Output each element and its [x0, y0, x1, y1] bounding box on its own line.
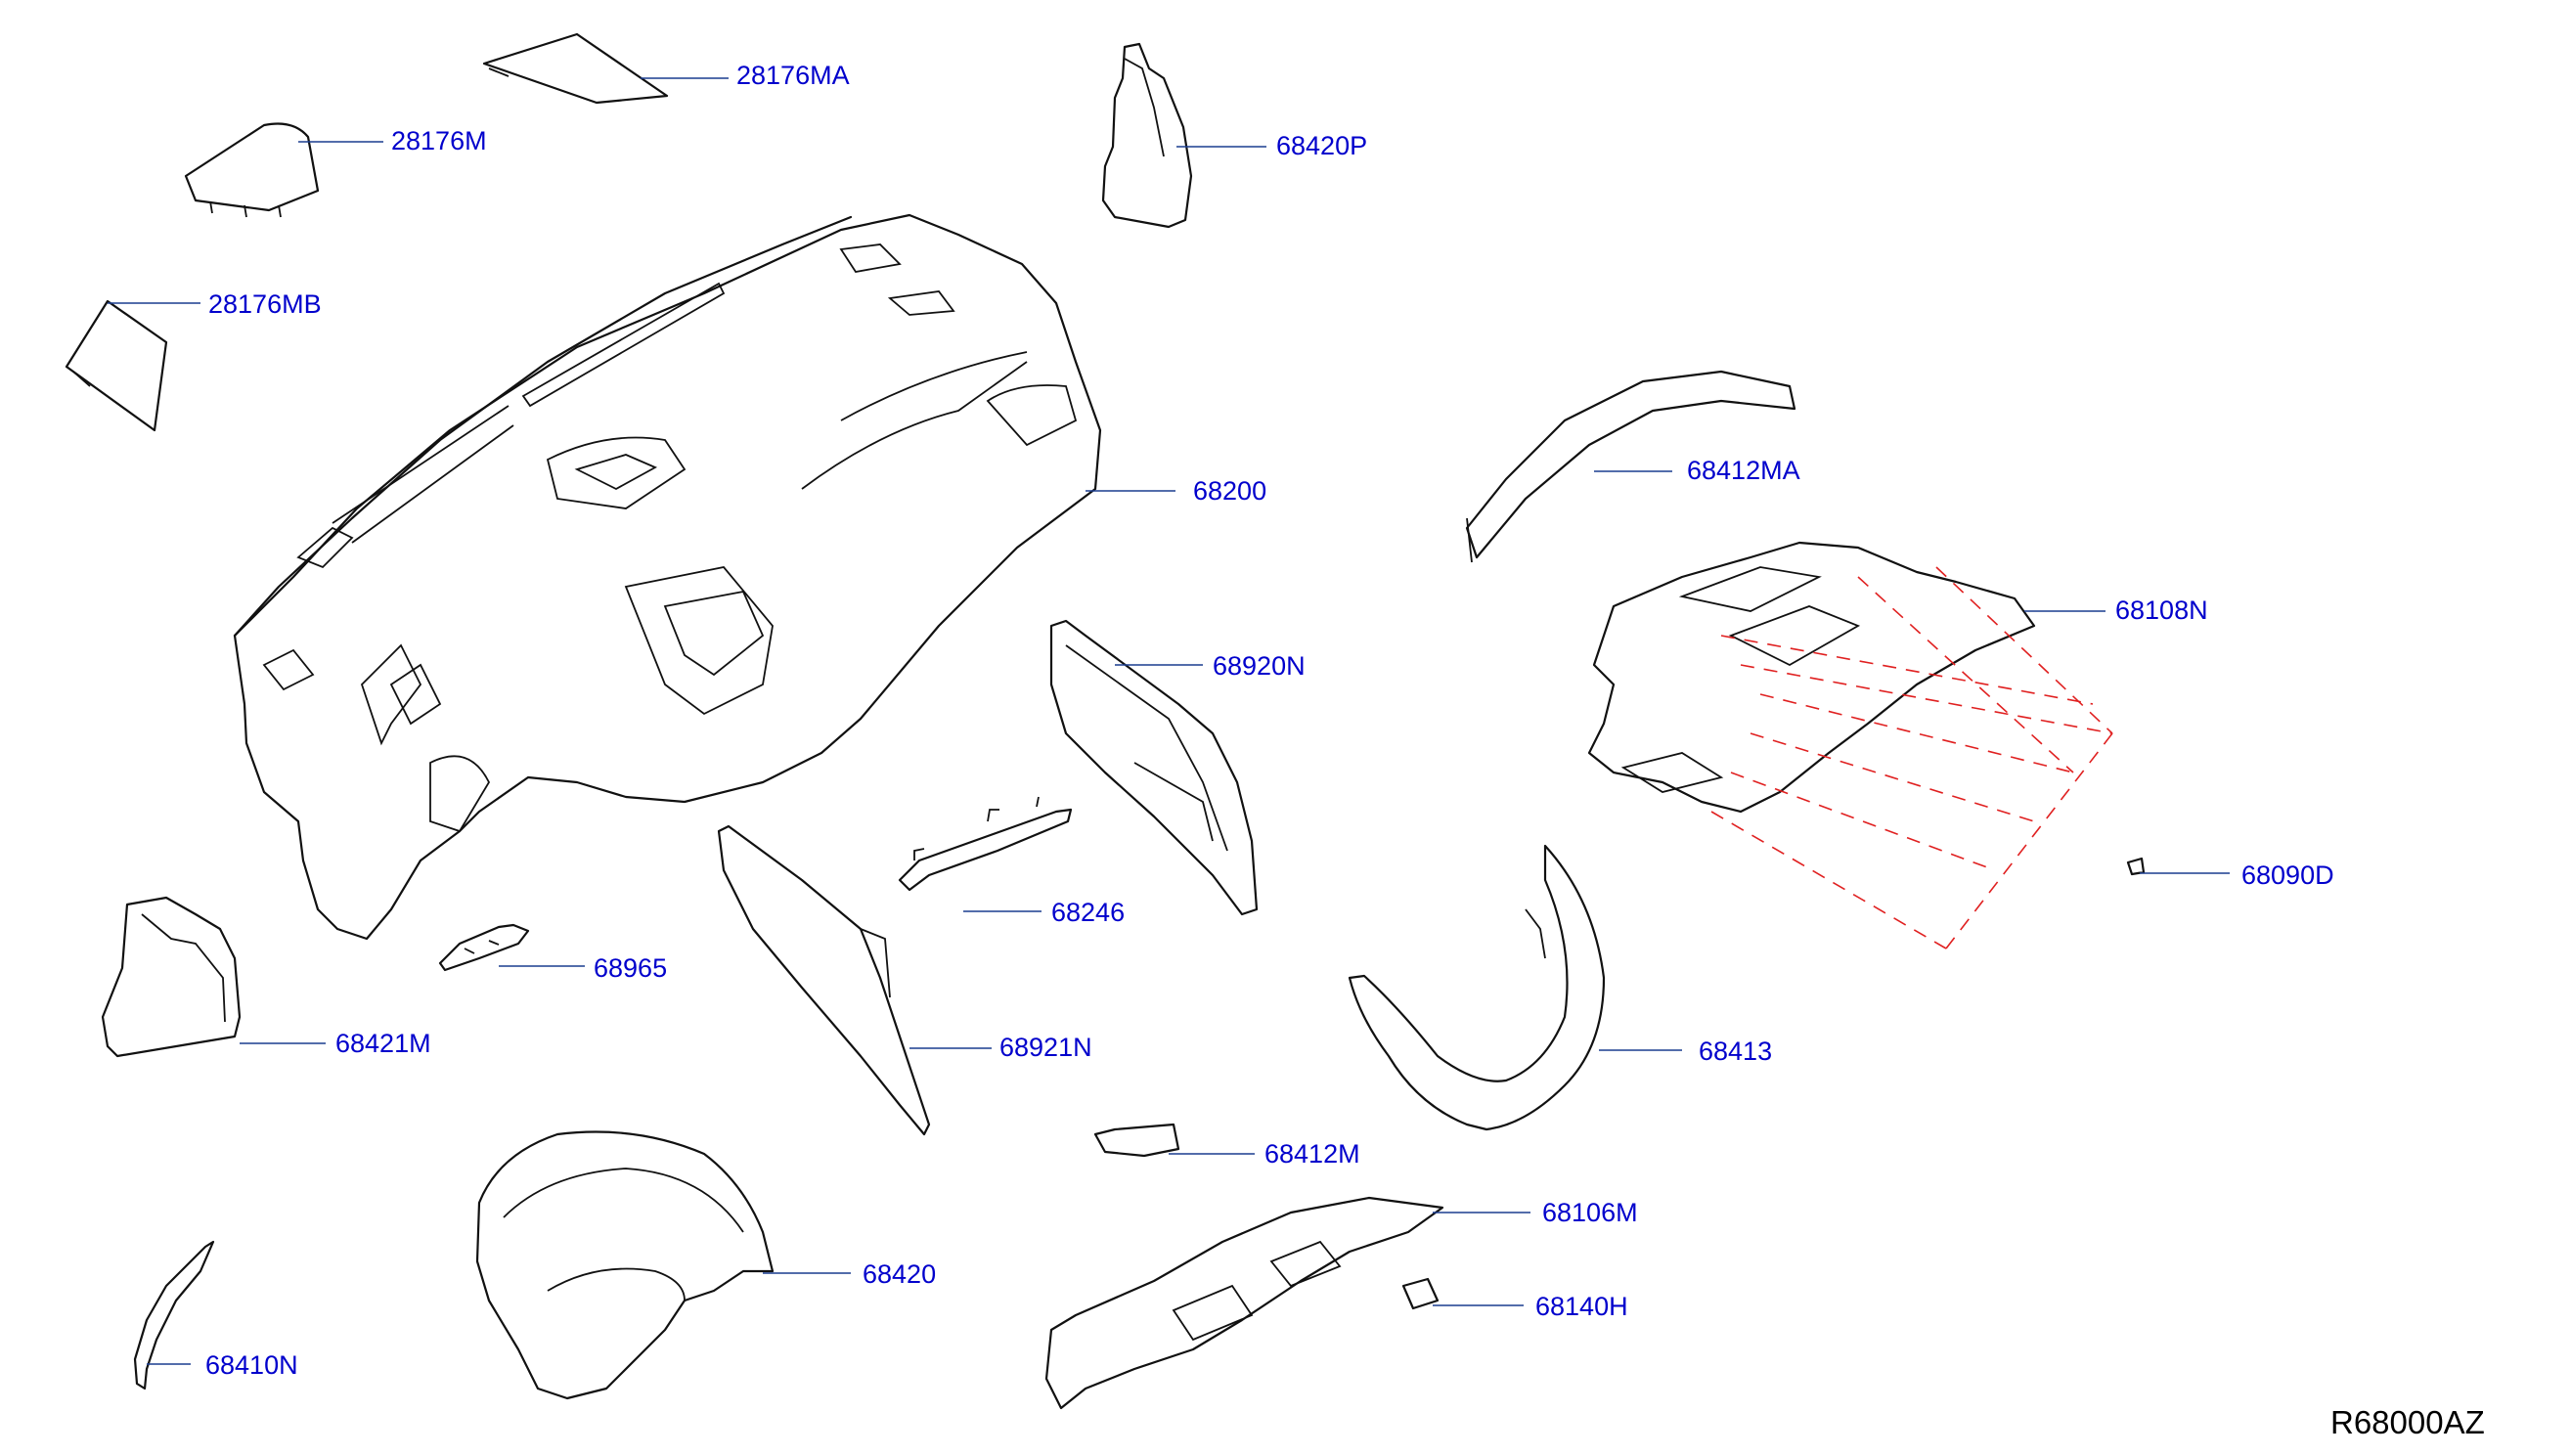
callout-68412MA[interactable]: 68412MA — [1687, 456, 1800, 485]
callout-68140H[interactable]: 68140H — [1535, 1292, 1628, 1321]
part-68920N-drawing — [1049, 619, 1259, 916]
part-68412M-drawing — [1093, 1123, 1180, 1158]
part-68410N-drawing — [133, 1240, 215, 1390]
part-68420-drawing — [475, 1130, 775, 1400]
callout-68410N[interactable]: 68410N — [205, 1350, 298, 1380]
callout-68413[interactable]: 68413 — [1699, 1037, 1773, 1066]
part-28176MA-drawing — [482, 32, 669, 105]
callout-68921N[interactable]: 68921N — [999, 1033, 1092, 1062]
part-28176M-drawing — [184, 122, 320, 218]
part-68246-drawing — [898, 796, 1073, 892]
part-68921N-drawing — [717, 824, 931, 1136]
part-68200-drawing — [233, 213, 1102, 941]
part-68106M-drawing — [1044, 1196, 1444, 1410]
callout-68108N[interactable]: 68108N — [2115, 596, 2208, 625]
part-68140H-drawing — [1401, 1277, 1440, 1310]
part-68421M-drawing — [101, 896, 242, 1058]
callout-68106M[interactable]: 68106M — [1542, 1198, 1638, 1227]
diagram-code: R68000AZ — [2330, 1404, 2485, 1440]
callout-68200[interactable]: 68200 — [1193, 476, 1267, 506]
callout-68246[interactable]: 68246 — [1051, 898, 1126, 927]
callout-68420P[interactable]: 68420P — [1276, 131, 1368, 160]
part-68090D-drawing — [2126, 857, 2146, 876]
part-68413-drawing — [1348, 844, 1606, 1131]
callout-28176MA[interactable]: 28176MA — [736, 61, 850, 90]
part-68412MA-drawing — [1465, 370, 1796, 563]
callout-68965[interactable]: 68965 — [594, 953, 668, 983]
part-68420P-drawing — [1101, 42, 1193, 229]
callout-68412M[interactable]: 68412M — [1264, 1139, 1360, 1169]
callout-28176M[interactable]: 28176M — [391, 126, 487, 155]
callout-68920N[interactable]: 68920N — [1213, 651, 1306, 681]
callout-28176MB[interactable]: 28176MB — [208, 289, 322, 319]
part-68108N-drawing — [1587, 541, 2113, 949]
callout-68421M[interactable]: 68421M — [335, 1029, 431, 1058]
callout-68420[interactable]: 68420 — [863, 1259, 937, 1289]
leader-lines — [108, 77, 2230, 1365]
callout-68090D[interactable]: 68090D — [2241, 860, 2334, 890]
part-28176MB-drawing — [65, 299, 168, 432]
part-68965-drawing — [438, 923, 530, 972]
